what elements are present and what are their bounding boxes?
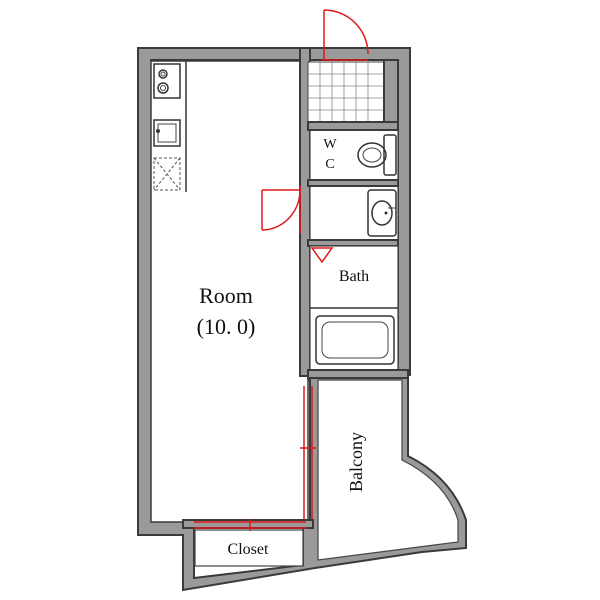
bath-wall-top: [307, 239, 399, 247]
wash-room: [309, 185, 399, 241]
closet-label: Closet: [228, 541, 269, 558]
bath-wall-bottom: [307, 369, 409, 379]
room-size-label: (10. 0): [197, 314, 256, 339]
entrance-wall-right: [383, 59, 399, 123]
balcony-sliding-door: [300, 386, 316, 522]
room-label: Room: [199, 283, 253, 308]
wc-label-w: W: [323, 137, 337, 152]
bath-door: [310, 247, 334, 264]
sink-icon: [367, 189, 397, 237]
balcony-label: Balcony: [346, 432, 366, 492]
entrance-tiles: [307, 61, 385, 123]
bathtub-icon: [315, 315, 395, 365]
closet-floor: [194, 529, 304, 567]
bath-label: Bath: [339, 268, 369, 285]
wash-door: [261, 186, 301, 234]
balcony-floor: [317, 379, 459, 561]
stove-icon: [153, 63, 181, 99]
closet-wall: [182, 519, 314, 529]
entrance-door: [322, 9, 369, 61]
wc-wall-top: [307, 121, 399, 131]
wash-wall-top: [307, 179, 399, 187]
fridge-space-icon: [153, 157, 181, 191]
closet-sliding-door: [194, 519, 306, 531]
kitchen-sink-icon: [153, 119, 181, 147]
toilet-icon: [357, 134, 397, 176]
wc-label-c: C: [325, 157, 334, 172]
tile-grid: [308, 62, 384, 122]
